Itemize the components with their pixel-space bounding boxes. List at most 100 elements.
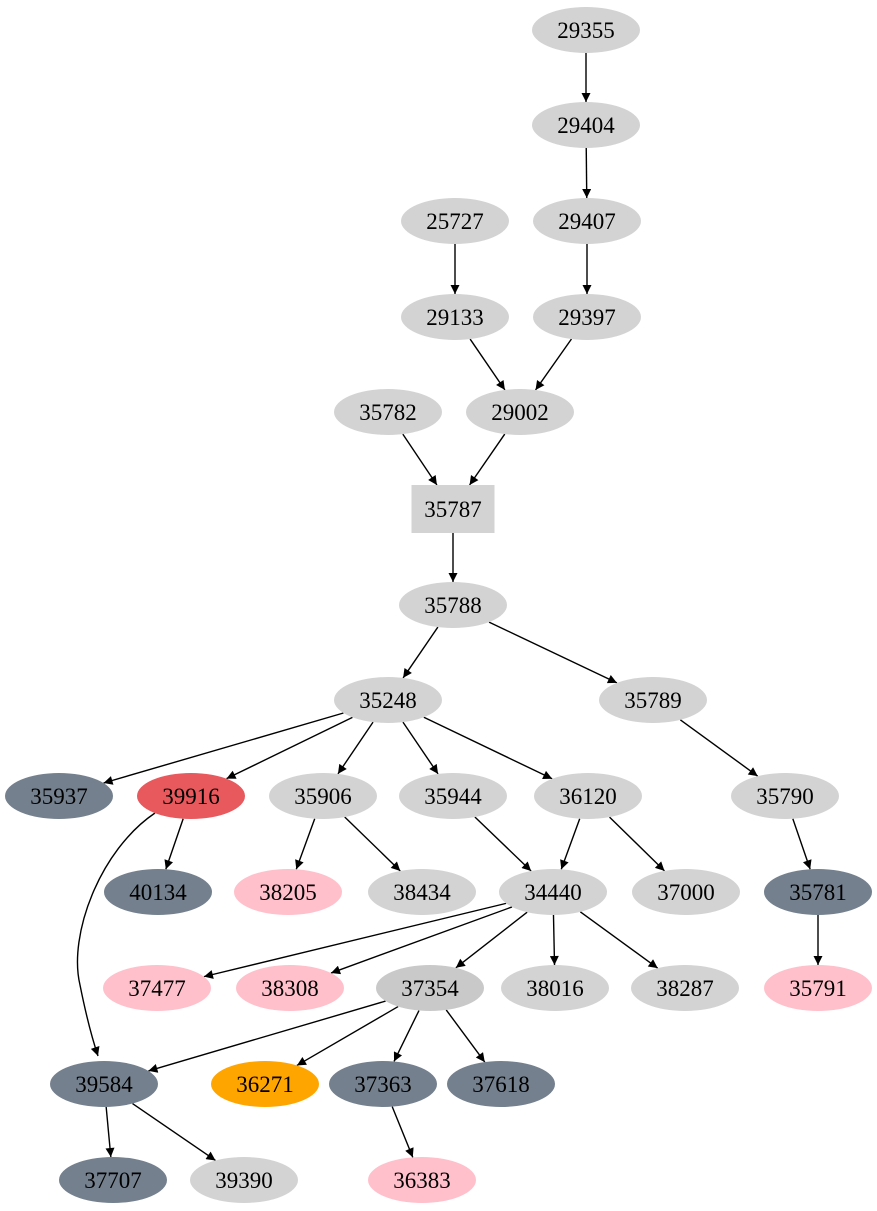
graph-node-35791: 35791: [764, 965, 872, 1011]
edge-39584-39390: [132, 1102, 216, 1162]
graph-node-35782: 35782: [334, 389, 442, 435]
edge-35906-38205: [295, 818, 316, 870]
node-ellipse: [103, 965, 211, 1011]
graph-node-35790: 35790: [731, 773, 839, 819]
node-label: 35790: [756, 784, 814, 809]
edge-37354-37363: [393, 1010, 420, 1062]
graph-node-38287: 38287: [631, 965, 739, 1011]
graph-node-25727: 25727: [401, 198, 509, 244]
node-ellipse: [632, 869, 740, 915]
node-label: 37618: [472, 1072, 530, 1097]
node-label: 39584: [75, 1072, 133, 1097]
graph-node-38434: 38434: [368, 869, 476, 915]
node-label: 35788: [424, 593, 482, 618]
graph-node-39390: 39390: [190, 1157, 298, 1203]
graph-node-29355: 29355: [532, 7, 640, 53]
node-ellipse: [501, 965, 609, 1011]
node-ellipse: [329, 1061, 437, 1107]
node-ellipse: [104, 869, 212, 915]
edge-39584-37707: [105, 1106, 115, 1158]
node-ellipse: [731, 773, 839, 819]
edge-36120-34440: [560, 818, 581, 870]
node-ellipse: [269, 773, 377, 819]
node-ellipse: [376, 965, 484, 1011]
edge-35789-35790: [679, 719, 759, 777]
node-label: 35906: [294, 784, 352, 809]
node-ellipse: [399, 582, 507, 628]
node-label: 35791: [789, 976, 847, 1001]
edge-34440-38016: [549, 914, 559, 966]
graph-node-39916: 39916: [137, 773, 245, 819]
graph-node-29404: 29404: [532, 102, 640, 148]
node-label: 35944: [424, 784, 482, 809]
node-label: 35248: [359, 688, 417, 713]
node-label: 29407: [558, 209, 616, 234]
node-label: 40134: [129, 880, 187, 905]
node-label: 29397: [558, 305, 616, 330]
node-label: 39390: [215, 1168, 273, 1193]
edge-35782-35787: [402, 433, 438, 486]
edge-36120-37000: [609, 816, 665, 872]
node-label: 38308: [261, 976, 319, 1001]
node-label: 37354: [401, 976, 459, 1001]
edge-34440-38287: [579, 911, 659, 969]
graph-node-37000: 37000: [632, 869, 740, 915]
node-label: 35787: [424, 497, 482, 522]
node-ellipse: [50, 1061, 158, 1107]
edge-29404-29407: [582, 147, 592, 199]
graph-node-37354: 37354: [376, 965, 484, 1011]
edge-35790-35781: [792, 818, 812, 870]
graph-node-40134: 40134: [104, 869, 212, 915]
edge-29133-29002: [469, 338, 506, 391]
node-label: 29404: [557, 113, 615, 138]
graph-node-34440: 34440: [499, 869, 607, 915]
node-ellipse: [533, 294, 641, 340]
node-label: 29133: [426, 305, 484, 330]
edge-34440-37477: [203, 902, 507, 979]
node-ellipse: [764, 869, 872, 915]
node-ellipse: [59, 1157, 167, 1203]
node-ellipse: [447, 1061, 555, 1107]
node-label: 38287: [656, 976, 714, 1001]
node-label: 35782: [359, 400, 417, 425]
node-label: 35789: [624, 688, 682, 713]
node-ellipse: [5, 773, 113, 819]
graph-node-39584: 39584: [50, 1061, 158, 1107]
graph-node-29407: 29407: [533, 198, 641, 244]
node-label: 29002: [491, 400, 549, 425]
node-label: 37707: [84, 1168, 142, 1193]
edge-35248-35937: [103, 712, 344, 785]
graph-node-35937: 35937: [5, 773, 113, 819]
graph-node-36383: 36383: [368, 1157, 476, 1203]
node-ellipse: [236, 965, 344, 1011]
edge-35944-34440: [474, 816, 532, 872]
graph-node-35787: 35787: [411, 485, 495, 533]
node-ellipse: [532, 102, 640, 148]
node-label: 38205: [259, 880, 317, 905]
graph-node-38016: 38016: [501, 965, 609, 1011]
node-label: 36271: [236, 1072, 294, 1097]
edge-34440-37354: [455, 911, 528, 969]
graph-node-37707: 37707: [59, 1157, 167, 1203]
node-ellipse: [631, 965, 739, 1011]
node-label: 29355: [557, 18, 615, 43]
graph-node-37363: 37363: [329, 1061, 437, 1107]
node-label: 39916: [162, 784, 220, 809]
node-label: 37477: [128, 976, 186, 1001]
node-ellipse: [190, 1157, 298, 1203]
edge-34440-38308: [330, 906, 513, 975]
graph-node-35789: 35789: [599, 677, 707, 723]
edge-37354-37618: [445, 1009, 486, 1063]
edge-35788-35248: [402, 626, 439, 679]
node-ellipse: [234, 869, 342, 915]
node-ellipse: [368, 869, 476, 915]
graph-node-35781: 35781: [764, 869, 872, 915]
node-label: 35937: [30, 784, 88, 809]
edge-39916-40134: [164, 818, 184, 870]
graph-node-38205: 38205: [234, 869, 342, 915]
node-label: 36120: [559, 784, 617, 809]
graph-node-37477: 37477: [103, 965, 211, 1011]
graph-node-29002: 29002: [466, 389, 574, 435]
node-ellipse: [137, 773, 245, 819]
